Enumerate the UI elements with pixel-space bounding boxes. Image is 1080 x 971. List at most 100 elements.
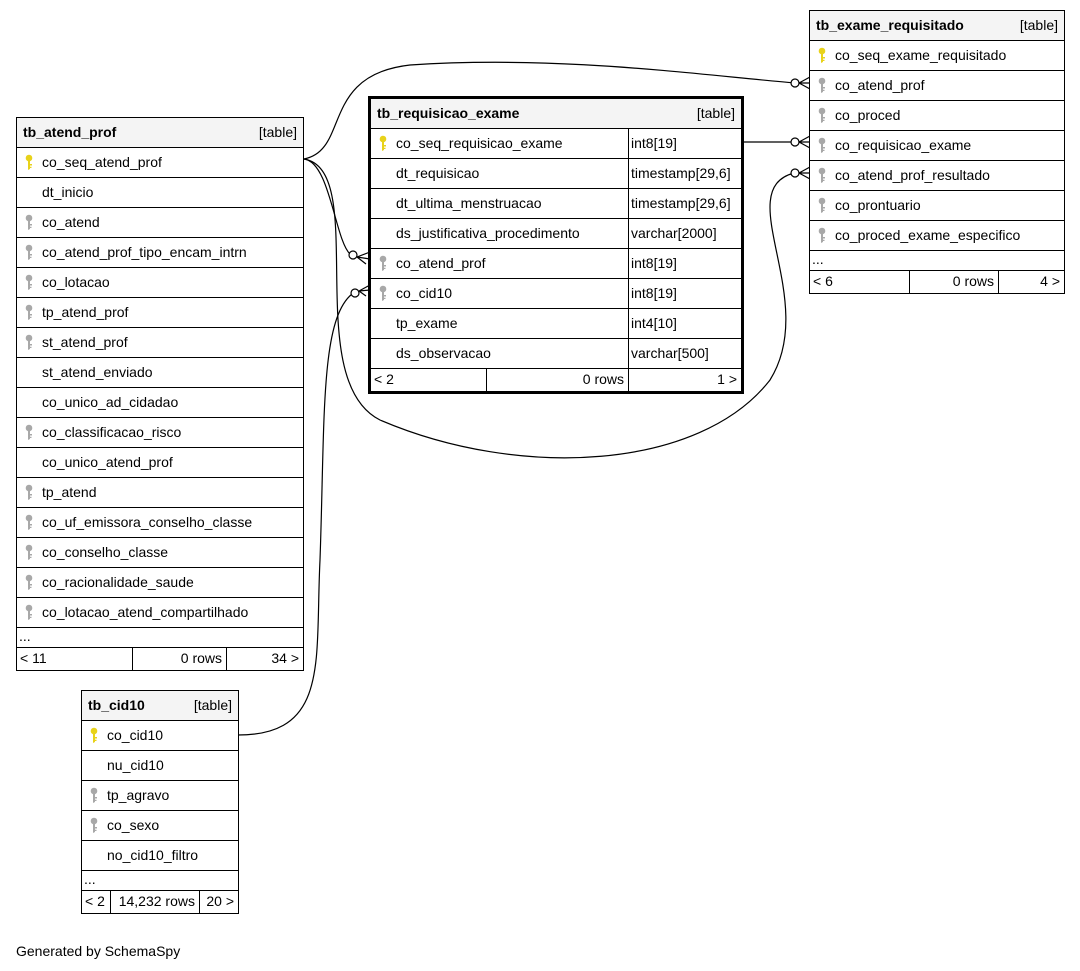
- table-name[interactable]: tb_atend_prof: [23, 124, 117, 140]
- column-name: tp_exame: [396, 315, 458, 331]
- column-divider: [628, 249, 629, 278]
- column-row[interactable]: co_lotacao: [17, 268, 303, 298]
- column-name: co_seq_exame_requisitado: [835, 47, 1007, 63]
- column-name: co_atend: [42, 214, 100, 230]
- row-count: 0 rows: [180, 650, 222, 666]
- column-divider: [628, 339, 629, 368]
- column-name: co_unico_atend_prof: [42, 454, 173, 470]
- column-name: co_seq_requisicao_exame: [396, 135, 563, 151]
- parents-link[interactable]: < 11: [20, 650, 47, 666]
- footer-divider: [132, 648, 133, 670]
- table-tb-requisicao-exame[interactable]: tb_requisicao_exame[table]co_seq_requisi…: [368, 96, 744, 394]
- column-row[interactable]: co_unico_ad_cidadao: [17, 388, 303, 418]
- column-name: st_atend_prof: [42, 334, 128, 350]
- column-row[interactable]: co_prontuario: [810, 191, 1064, 221]
- table-kind-label: [table]: [1019, 17, 1058, 33]
- column-row[interactable]: co_seq_requisicao_exame int8[19]: [371, 129, 741, 159]
- footer-divider: [998, 271, 999, 293]
- column-name: dt_inicio: [42, 184, 94, 200]
- column-row[interactable]: co_proced_exame_especifico: [810, 221, 1064, 251]
- column-row[interactable]: no_cid10_filtro: [82, 841, 238, 871]
- column-row[interactable]: co_requisicao_exame: [810, 131, 1064, 161]
- column-name: st_atend_enviado: [42, 364, 153, 380]
- column-row[interactable]: co_seq_atend_prof: [17, 148, 303, 178]
- footer-divider: [226, 648, 227, 670]
- foreign-key-icon: [818, 167, 826, 183]
- column-row[interactable]: co_classificacao_risco: [17, 418, 303, 448]
- table-name[interactable]: tb_cid10: [88, 697, 145, 713]
- column-row[interactable]: tp_atend_prof: [17, 298, 303, 328]
- column-name: no_cid10_filtro: [107, 847, 199, 863]
- column-row[interactable]: tp_atend: [17, 478, 303, 508]
- children-link[interactable]: 1 >: [717, 371, 737, 387]
- foreign-key-icon: [25, 214, 33, 230]
- column-row[interactable]: tp_exame int4[10]: [371, 309, 741, 339]
- column-row[interactable]: st_atend_prof: [17, 328, 303, 358]
- column-divider: [628, 219, 629, 248]
- column-row[interactable]: tp_agravo: [82, 781, 238, 811]
- column-divider: [628, 309, 629, 338]
- column-row[interactable]: co_atend_prof_tipo_encam_intrn: [17, 238, 303, 268]
- table-header: tb_cid10 [table]: [82, 691, 238, 721]
- column-row[interactable]: co_seq_exame_requisitado: [810, 41, 1064, 71]
- table-name[interactable]: tb_requisicao_exame: [377, 105, 520, 121]
- link-atend-prof-to-requisicao-atend-prof: [303, 158, 351, 255]
- column-row[interactable]: co_sexo: [82, 811, 238, 841]
- column-row[interactable]: co_proced: [810, 101, 1064, 131]
- column-row[interactable]: co_conselho_classe: [17, 538, 303, 568]
- column-name: co_seq_atend_prof: [42, 154, 162, 170]
- foreign-key-icon: [90, 787, 98, 803]
- footer-divider: [486, 369, 487, 391]
- link-atend-prof-to-exame-atend-prof: [303, 61, 796, 160]
- children-link[interactable]: 4 >: [1040, 273, 1060, 289]
- parents-link[interactable]: < 2: [85, 893, 105, 909]
- table-tb-atend-prof[interactable]: tb_atend_prof[table] co_seq_atend_prof dt_…: [16, 117, 304, 671]
- column-divider: [628, 159, 629, 188]
- column-row[interactable]: st_atend_enviado: [17, 358, 303, 388]
- column-type: int8[19]: [631, 135, 677, 151]
- generated-by-note: Generated by SchemaSpy: [16, 943, 181, 959]
- foreign-key-icon: [25, 604, 33, 620]
- foreign-key-icon: [818, 197, 826, 213]
- crows-foot: [798, 135, 811, 149]
- column-row[interactable]: co_cid10: [82, 721, 238, 751]
- column-row[interactable]: co_atend_prof_resultado: [810, 161, 1064, 191]
- link-end-circle: [790, 78, 800, 88]
- crows-foot: [356, 251, 371, 265]
- more-columns-row[interactable]: ...: [82, 871, 238, 891]
- parents-link[interactable]: < 6: [813, 273, 833, 289]
- more-columns-row[interactable]: ...: [17, 628, 303, 648]
- column-row[interactable]: co_unico_atend_prof: [17, 448, 303, 478]
- footer-divider: [909, 271, 910, 293]
- children-link[interactable]: 20 >: [206, 893, 234, 909]
- column-row[interactable]: co_uf_emissora_conselho_classe: [17, 508, 303, 538]
- foreign-key-icon: [379, 285, 387, 301]
- column-row[interactable]: nu_cid10: [82, 751, 238, 781]
- table-name[interactable]: tb_exame_requisitado: [816, 17, 964, 33]
- column-name: ds_justificativa_procedimento: [396, 225, 580, 241]
- parents-link[interactable]: < 2: [374, 371, 394, 387]
- column-row[interactable]: co_lotacao_atend_compartilhado: [17, 598, 303, 628]
- crows-foot: [798, 166, 811, 180]
- children-link[interactable]: 34 >: [271, 650, 299, 666]
- table-header: tb_atend_prof[table]: [17, 118, 303, 148]
- table-tb-exame-requisitado[interactable]: tb_exame_requisitado [table] co_seq_exame_…: [809, 10, 1065, 294]
- column-row[interactable]: co_atend_prof: [810, 71, 1064, 101]
- more-columns-row[interactable]: ...: [810, 251, 1064, 271]
- table-kind-label: [table]: [193, 697, 232, 713]
- column-name: co_proced: [835, 107, 901, 123]
- column-row[interactable]: co_atend: [17, 208, 303, 238]
- column-row[interactable]: co_racionalidade_saude: [17, 568, 303, 598]
- link-cid10-to-requisicao-cid10: [237, 293, 353, 736]
- row-count: 14,232 rows: [118, 893, 195, 909]
- column-row[interactable]: dt_inicio: [17, 178, 303, 208]
- column-type: int4[10]: [631, 315, 677, 331]
